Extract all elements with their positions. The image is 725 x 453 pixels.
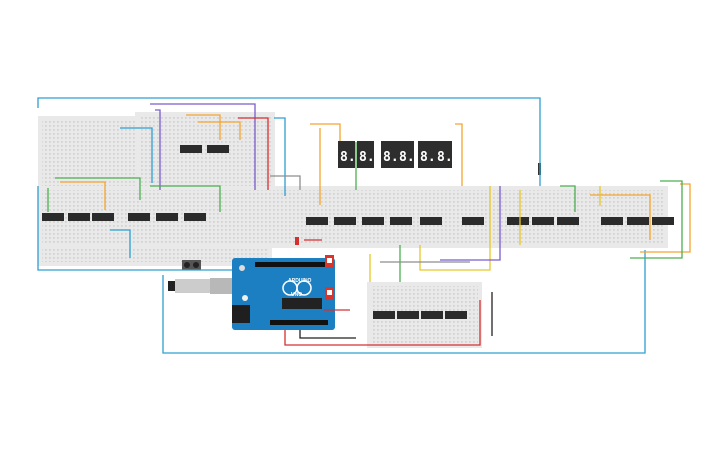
seven-segment-display[interactable] (435, 141, 452, 168)
arduino-brand: ARDUINO (288, 278, 311, 284)
arduino-logo: UNO (291, 292, 302, 298)
ic-chip[interactable] (92, 213, 114, 221)
wire[interactable] (270, 175, 301, 190)
wire[interactable] (150, 185, 221, 212)
ic-chip[interactable] (184, 213, 206, 221)
wire[interactable] (299, 330, 356, 339)
ic-chip[interactable] (207, 145, 229, 153)
led[interactable] (295, 237, 299, 245)
wire[interactable] (120, 127, 153, 183)
ic-chip[interactable] (532, 217, 554, 225)
slide-switch-1[interactable] (325, 255, 334, 268)
push-button-1[interactable] (182, 260, 192, 270)
ic-chip[interactable] (128, 213, 150, 221)
ic-chip[interactable] (445, 311, 467, 319)
ic-chip[interactable] (68, 213, 90, 221)
seven-segment-display[interactable] (418, 141, 435, 168)
wire[interactable] (630, 180, 683, 259)
ic-chip[interactable] (390, 217, 412, 225)
wire[interactable] (238, 117, 269, 190)
ic-chip[interactable] (180, 145, 202, 153)
ic-chip[interactable] (462, 217, 484, 225)
ic-chip[interactable] (306, 217, 328, 225)
breadboard-upper-center[interactable] (135, 112, 275, 192)
seven-segment-display[interactable] (357, 141, 374, 168)
wire[interactable] (186, 114, 221, 140)
wire[interactable] (155, 109, 161, 190)
wire[interactable] (560, 185, 576, 212)
seven-segment-displays: 8.8.8.8.8.8. (338, 141, 453, 168)
seven-segment-display[interactable] (397, 141, 414, 168)
wire[interactable] (274, 117, 286, 196)
display-digit: 8. (359, 150, 375, 165)
wire[interactable] (162, 250, 646, 354)
display-digit: 8. (383, 150, 399, 165)
ic-chip[interactable] (334, 217, 356, 225)
wire[interactable] (440, 186, 501, 261)
wire[interactable] (310, 123, 341, 141)
wire[interactable] (455, 123, 463, 186)
ic-chip[interactable] (507, 217, 529, 225)
ic-chip[interactable] (397, 311, 419, 319)
ic-chip[interactable] (373, 311, 395, 319)
ic-chip[interactable] (362, 217, 384, 225)
display-digit: 8. (340, 150, 356, 165)
ic-chip[interactable] (156, 213, 178, 221)
ic-chip[interactable] (627, 217, 649, 225)
wire[interactable] (419, 186, 491, 271)
arduino-uno[interactable]: ARDUINO UNO (168, 258, 335, 330)
ic-chip[interactable] (421, 311, 443, 319)
wire[interactable] (590, 194, 651, 240)
ic-chip[interactable] (557, 217, 579, 225)
seven-segment-display[interactable] (381, 141, 398, 168)
wire[interactable] (37, 97, 541, 108)
ic-chip[interactable] (420, 217, 442, 225)
seven-segment-display[interactable] (338, 141, 355, 168)
wire[interactable] (55, 177, 141, 200)
display-digit: 8. (437, 150, 453, 165)
ic-chips (42, 145, 674, 319)
wire[interactable] (37, 186, 232, 271)
ic-chip[interactable] (652, 217, 674, 225)
wire[interactable] (110, 229, 131, 258)
wires[interactable] (37, 97, 691, 354)
wire[interactable] (150, 103, 256, 190)
ic-chip[interactable] (42, 213, 64, 221)
wire[interactable] (284, 300, 481, 346)
slide-switch-2[interactable] (325, 287, 334, 300)
push-button-2[interactable] (191, 260, 201, 270)
wire[interactable] (60, 181, 106, 210)
wire[interactable] (640, 183, 691, 253)
display-digit: 8. (420, 150, 436, 165)
wire[interactable] (198, 121, 241, 140)
ic-chip[interactable] (601, 217, 623, 225)
display-digit: 8. (399, 150, 415, 165)
